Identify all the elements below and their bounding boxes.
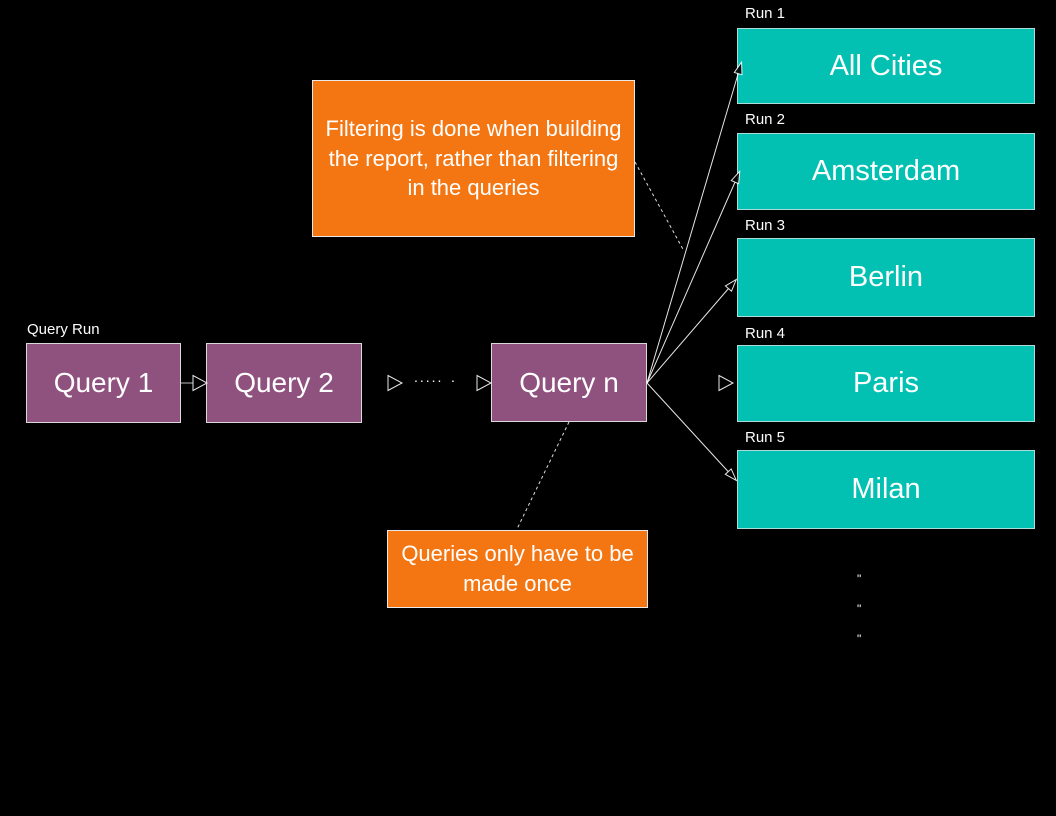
query-1-node: Query 1 <box>26 343 181 423</box>
city-label-berlin: Berlin <box>848 261 924 293</box>
city-label-all-cities: All Cities <box>829 49 943 82</box>
run-label-2: Run 2 <box>745 111 786 128</box>
query-run-label: Query Run <box>27 321 100 338</box>
annotation-made-once: Queries only have to be made once <box>387 530 648 608</box>
arrowhead-ellipsis-queryn <box>476 374 493 392</box>
run-label-5: Run 5 <box>745 429 786 446</box>
connector-annotation-made-once <box>516 421 570 530</box>
connector-queryn-amsterdam <box>646 173 739 384</box>
connector-queryn-all-cities <box>646 64 741 384</box>
annotation-filtering: Filtering is done when building the repo… <box>312 80 635 237</box>
chain-ellipsis: ..... <box>414 369 444 385</box>
city-node-milan: Milan <box>737 450 1035 529</box>
city-label-paris: Paris <box>852 367 920 399</box>
annotation-made-once-text: Queries only have to be made once <box>401 541 634 596</box>
city-label-milan: Milan <box>851 473 921 505</box>
connector-queryn-berlin <box>646 281 735 384</box>
connector-annotation-filtering <box>634 161 685 252</box>
city-node-berlin: Berlin <box>737 238 1035 317</box>
query-n-node: Query n <box>491 343 647 422</box>
city-node-amsterdam: Amsterdam <box>737 133 1035 210</box>
run-label-1: Run 1 <box>745 5 786 22</box>
run-label-4: Run 4 <box>745 325 786 342</box>
ellipsis-mark: " <box>857 602 862 616</box>
arrowhead-queryn-paris <box>718 374 735 392</box>
city-node-paris: Paris <box>737 345 1035 422</box>
annotation-filtering-text: Filtering is done when building the repo… <box>325 115 622 201</box>
run-label-3: Run 3 <box>745 217 786 234</box>
city-node-all-cities: All Cities <box>737 28 1035 104</box>
query-2-label: Query 2 <box>234 367 334 398</box>
chain-dot: . <box>451 369 455 385</box>
query-2-node: Query 2 <box>206 343 362 423</box>
ellipsis-mark: " <box>857 632 862 646</box>
city-label-amsterdam: Amsterdam <box>811 155 961 187</box>
arrowhead-query1-query2 <box>192 374 209 392</box>
arrowhead-query2-ellipsis <box>387 374 404 392</box>
query-n-label: Query n <box>519 366 619 398</box>
query-1-label: Query 1 <box>53 367 154 398</box>
connector-queryn-milan <box>646 382 735 479</box>
ellipsis-mark: " <box>857 572 862 586</box>
